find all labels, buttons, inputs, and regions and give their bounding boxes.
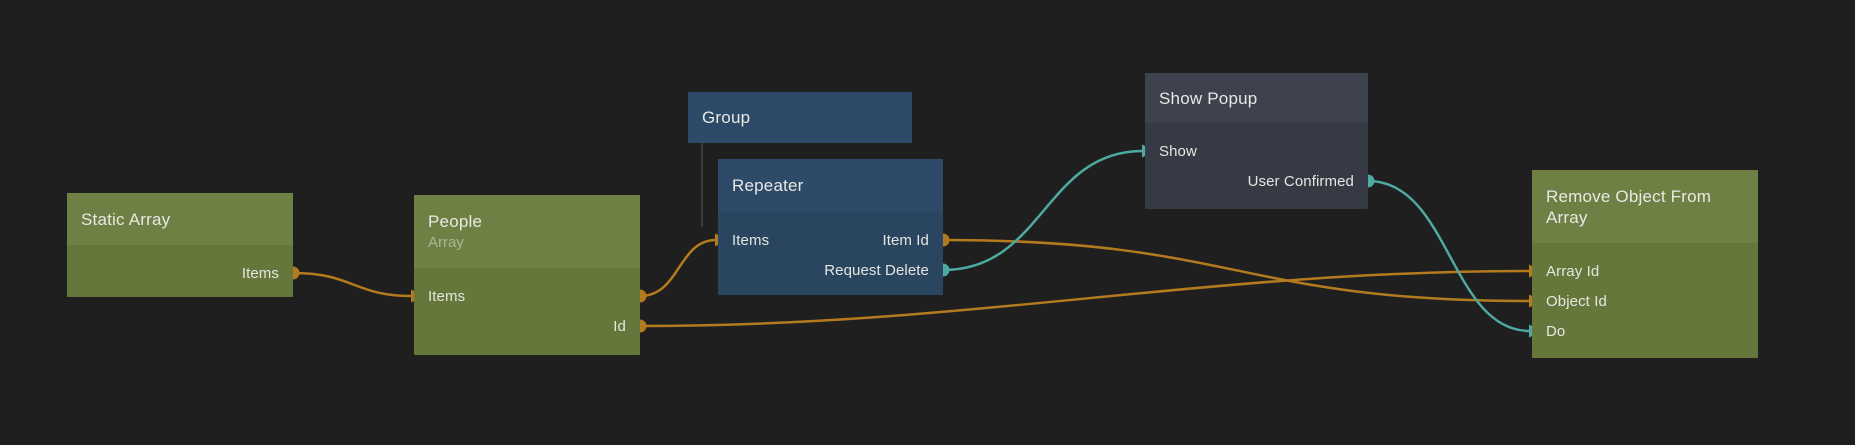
node-repeater-port-row: Items Item Id (718, 225, 943, 255)
node-remove-object-from-array-header[interactable]: Remove Object From Array (1532, 170, 1758, 243)
node-group[interactable]: Group (688, 92, 912, 143)
wire-people-id-to-remove-array-id[interactable] (639, 269, 1531, 328)
node-show-popup-port-row: User Confirmed (1145, 166, 1368, 196)
input-port-label-repeater[interactable]: Items (732, 231, 770, 249)
node-subtitle: Array (428, 234, 464, 251)
wire-show-popup-user-confirmed-to-remove-do[interactable] (1367, 179, 1531, 333)
input-port-label-show-popup[interactable]: Show (1159, 142, 1197, 160)
node-static-array-header[interactable]: Static Array (67, 193, 293, 245)
node-repeater-body: Items Item Id Request Delete (718, 212, 943, 295)
node-repeater-port-row: Request Delete (718, 255, 943, 285)
node-static-array-body: Items (67, 245, 293, 297)
wire-people-items-to-repeater-items[interactable] (639, 238, 717, 298)
output-port-label-people[interactable]: Id (613, 317, 626, 335)
node-show-popup-header[interactable]: Show Popup (1145, 73, 1368, 123)
output-port-label-static-array[interactable]: Items (241, 264, 279, 282)
node-remove-object-from-array-port-row: Array Id (1532, 256, 1758, 286)
node-static-array-port-row: Items (67, 258, 293, 288)
input-port-label-people[interactable]: Items (428, 287, 466, 305)
node-show-popup-port-row: Show (1145, 136, 1368, 166)
node-remove-object-from-array-port-row: Do (1532, 316, 1758, 346)
node-title: Group (702, 108, 751, 127)
node-repeater-header[interactable]: Repeater (718, 159, 943, 212)
node-remove-object-from-array-port-row: Object Id (1532, 286, 1758, 316)
output-port-label-repeater[interactable]: Request Delete (824, 261, 929, 279)
node-title: Show Popup (1159, 88, 1258, 108)
wire-static-array-items-to-people-items[interactable] (292, 271, 413, 298)
input-port-label-remove-object-from-array[interactable]: Array Id (1546, 262, 1600, 280)
input-port-label-remove-object-from-array[interactable]: Do (1546, 322, 1566, 340)
output-port-label-repeater[interactable]: Item Id (882, 231, 929, 249)
node-title: Remove Object From Array (1546, 186, 1712, 227)
node-people-port-row: Id (414, 311, 640, 341)
node-title: Static Array (81, 209, 171, 229)
output-port-label-show-popup[interactable]: User Confirmed (1247, 172, 1354, 190)
node-remove-object-from-array-body: Array Id Object Id Do (1532, 243, 1758, 358)
input-port-label-remove-object-from-array[interactable]: Object Id (1546, 292, 1607, 310)
node-group-header[interactable]: Group (688, 92, 912, 143)
node-people-port-row: Items (414, 281, 640, 311)
node-title: People (428, 212, 483, 231)
wire-repeater-request-delete-to-show-popup-show[interactable] (942, 149, 1144, 272)
wire-repeater-item-id-to-remove-object-id[interactable] (942, 238, 1531, 303)
node-title: Repeater (732, 176, 804, 195)
